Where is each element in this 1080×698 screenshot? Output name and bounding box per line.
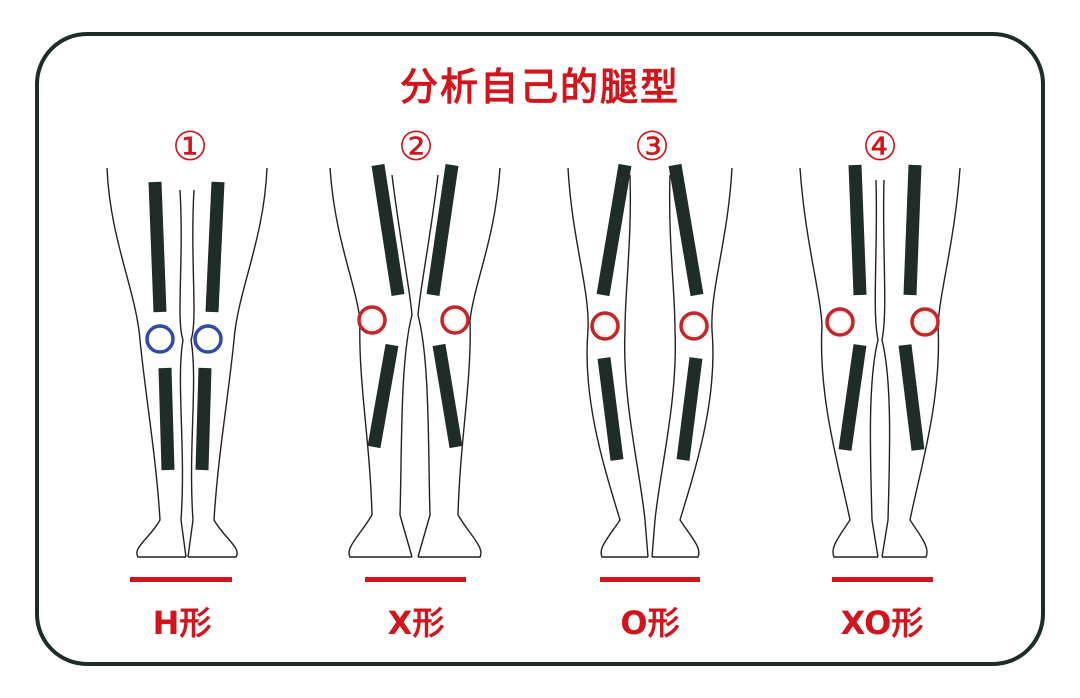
- figure-number-2: ②: [398, 124, 434, 170]
- blue-ring-icon: [145, 324, 175, 354]
- legs-h-shape: [106, 167, 268, 558]
- label-underline: [130, 577, 232, 582]
- red-ring-icon: [910, 307, 940, 337]
- figure-label-3: O形: [620, 604, 680, 642]
- red-ring-icon: [590, 311, 620, 341]
- figure-label-1: H形: [152, 604, 212, 642]
- figure-number-1: ①: [172, 124, 208, 170]
- figure-label-4: XO形: [840, 604, 924, 642]
- rounded-frame: [35, 32, 1045, 666]
- figure-label-2: X形: [387, 604, 445, 642]
- red-ring-icon: [679, 311, 709, 341]
- label-underline: [832, 577, 933, 582]
- figure-number-3: ③: [634, 124, 670, 170]
- blue-ring-icon: [193, 324, 223, 354]
- legs-o-shape: [567, 167, 733, 558]
- legs-xo-shape: [799, 167, 961, 558]
- red-ring-icon: [825, 307, 855, 337]
- figure-number-4: ④: [862, 124, 898, 170]
- red-ring-icon: [440, 305, 470, 335]
- label-underline: [600, 577, 700, 582]
- red-ring-icon: [357, 305, 387, 335]
- legs-x-shape: [329, 167, 501, 558]
- page-title: 分析自己的腿型: [399, 65, 680, 109]
- label-underline: [365, 577, 466, 582]
